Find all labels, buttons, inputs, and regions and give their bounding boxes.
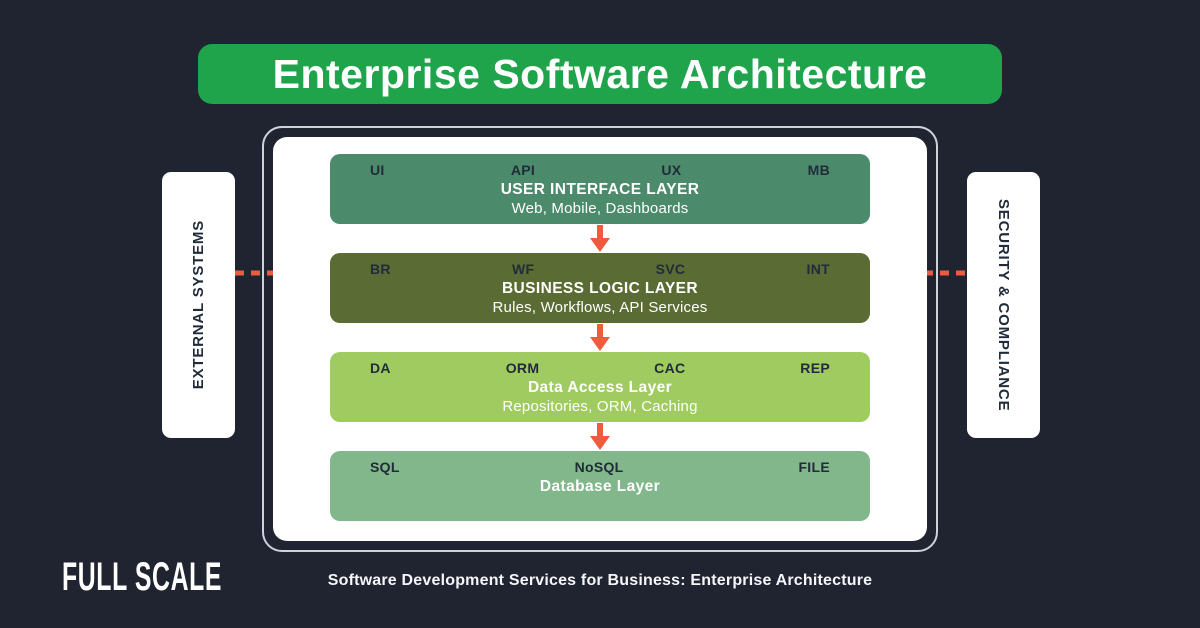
layer-title: Data Access Layer xyxy=(527,379,673,396)
tag: ORM xyxy=(505,360,540,376)
page-title: Enterprise Software Architecture xyxy=(272,50,928,97)
tag: UX xyxy=(661,162,682,178)
tag: FILE xyxy=(798,459,830,475)
tag: MB xyxy=(807,162,830,178)
full-scale-logo: FULL SCALE xyxy=(62,555,223,599)
down-arrow-icon xyxy=(590,225,610,252)
layer-title: Database Layer xyxy=(539,478,661,495)
tag: NoSQL xyxy=(574,459,624,475)
security-compliance-label: SECURITY & COMPLIANCE xyxy=(995,198,1012,412)
layer-subtitle: Web, Mobile, Dashboards xyxy=(511,200,689,217)
security-compliance-box: SECURITY & COMPLIANCE xyxy=(967,172,1040,438)
architecture-container: UI API UX MB USER INTERFACE LAYER Web, M… xyxy=(262,126,938,552)
tag: DA xyxy=(370,360,391,376)
arrow-gap xyxy=(273,422,927,451)
tag: API xyxy=(510,162,536,178)
tag: UI xyxy=(370,162,385,178)
layer-tags: SQL NoSQL FILE xyxy=(330,459,870,475)
down-arrow-icon xyxy=(590,324,610,351)
footer-caption: Software Development Services for Busine… xyxy=(327,572,873,589)
tag: SQL xyxy=(370,459,400,475)
arrow-gap xyxy=(273,224,927,253)
title-banner: Enterprise Software Architecture xyxy=(198,44,1002,104)
layer-title: USER INTERFACE LAYER xyxy=(500,181,700,198)
layer-title: BUSINESS LOGIC LAYER xyxy=(501,280,699,297)
layer-subtitle: Repositories, ORM, Caching xyxy=(502,398,698,415)
tag: REP xyxy=(800,360,830,376)
external-systems-label: EXTERNAL SYSTEMS xyxy=(190,220,207,390)
layer-tags: UI API UX MB xyxy=(330,162,870,178)
layer-data-access: DA ORM CAC REP Data Access Layer Reposit… xyxy=(330,352,870,422)
layer-business-logic: BR WF SVC INT BUSINESS LOGIC LAYER Rules… xyxy=(330,253,870,323)
tag: CAC xyxy=(654,360,686,376)
external-systems-box: EXTERNAL SYSTEMS xyxy=(162,172,235,438)
tag: BR xyxy=(370,261,391,277)
layer-tags: BR WF SVC INT xyxy=(330,261,870,277)
down-arrow-icon xyxy=(590,423,610,450)
tag: INT xyxy=(806,261,830,277)
layer-subtitle: Rules, Workflows, API Services xyxy=(492,299,708,316)
tag: WF xyxy=(512,261,535,277)
tag: SVC xyxy=(655,261,686,277)
architecture-panel: UI API UX MB USER INTERFACE LAYER Web, M… xyxy=(273,137,927,541)
arrow-gap xyxy=(273,323,927,352)
layer-tags: DA ORM CAC REP xyxy=(330,360,870,376)
layer-user-interface: UI API UX MB USER INTERFACE LAYER Web, M… xyxy=(330,154,870,224)
layer-database: SQL NoSQL FILE Database Layer xyxy=(330,451,870,521)
